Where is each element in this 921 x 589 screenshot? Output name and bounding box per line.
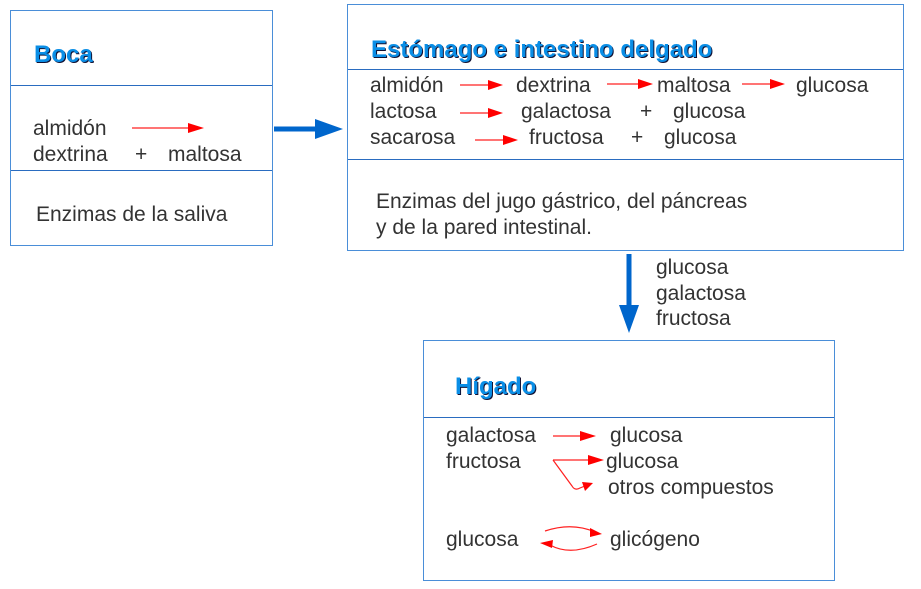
e-maltosa: maltosa (657, 74, 731, 97)
estomago-title: Estómago e intestino delgado (371, 36, 713, 63)
divider (424, 417, 834, 418)
h-fructosa: fructosa (446, 450, 521, 473)
h-glucosa: glucosa (610, 424, 683, 447)
e-glucosa: glucosa (673, 100, 746, 123)
absorbed-glucosa: glucosa (656, 256, 729, 279)
reaction-arrows-icon (132, 83, 772, 551)
divider (348, 69, 903, 70)
plus: + (640, 100, 653, 123)
arrowheads-icon (188, 79, 785, 548)
flow-arrow-down-icon (619, 254, 639, 333)
higado-title: Hígado (455, 373, 537, 400)
e-enzymes-1: Enzimas del jugo gástrico, del páncreas (376, 190, 748, 213)
divider (348, 159, 903, 160)
h-glucosa: glucosa (446, 528, 519, 551)
e-fructosa: fructosa (529, 126, 604, 149)
higado-box (423, 340, 835, 581)
h-otros: otros compuestos (608, 476, 774, 499)
boca-box (10, 10, 273, 246)
e-glucosa: glucosa (796, 74, 869, 97)
e-glucosa: glucosa (664, 126, 737, 149)
e-dextrina: dextrina (516, 74, 591, 97)
divider (11, 85, 272, 86)
e-lactosa: lactosa (370, 100, 437, 123)
divider (11, 170, 272, 171)
flow-arrow-right-icon (274, 119, 343, 139)
absorbed-galactosa: galactosa (656, 282, 746, 305)
h-glucosa: glucosa (606, 450, 679, 473)
h-galactosa: galactosa (446, 424, 536, 447)
e-galactosa: galactosa (521, 100, 611, 123)
e-enzymes-2: y de la pared intestinal. (376, 216, 592, 239)
e-almidon: almidón (370, 74, 444, 97)
boca-dextrina: dextrina (33, 143, 108, 166)
boca-enzymes: Enzimas de la saliva (36, 203, 228, 226)
plus: + (631, 126, 644, 149)
h-glicogeno: glicógeno (610, 528, 700, 551)
absorbed-fructosa: fructosa (656, 307, 731, 330)
estomago-box (347, 4, 904, 251)
e-sacarosa: sacarosa (370, 126, 456, 149)
plus: + (135, 143, 148, 166)
boca-almidon: almidón (33, 117, 107, 140)
boca-title: Boca (34, 41, 93, 68)
boca-maltosa: maltosa (168, 143, 242, 166)
